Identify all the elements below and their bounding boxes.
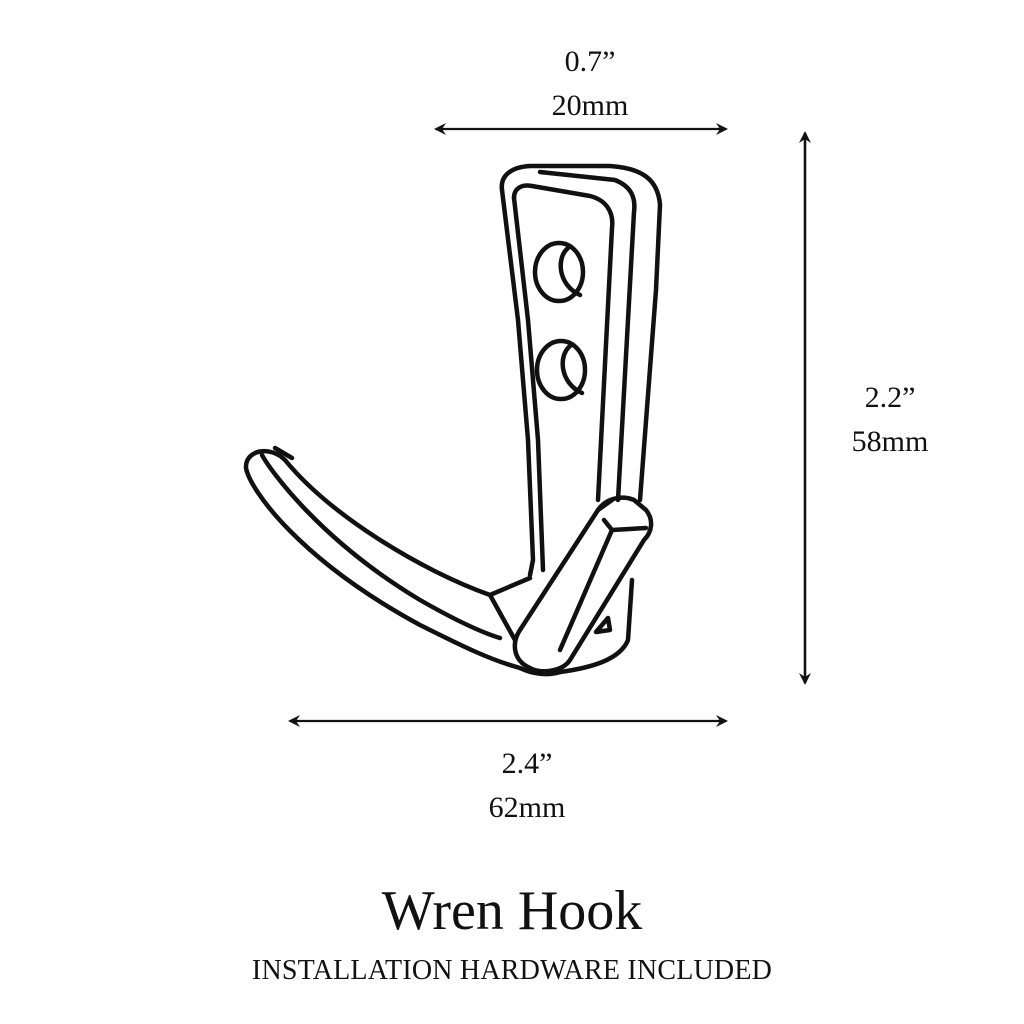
depth-imperial: 2.4” (501, 747, 553, 780)
product-subtitle: INSTALLATION HARDWARE INCLUDED (251, 955, 773, 986)
height-imperial: 2.2” (864, 381, 916, 414)
top-width-metric: 20mm (551, 89, 629, 122)
height-label: 2.2” 58mm (790, 376, 990, 464)
mounting-hole-lower (534, 338, 588, 402)
hook-drawing (243, 163, 663, 677)
back-plate-face (511, 183, 615, 503)
back-plate-outline (499, 163, 663, 503)
top-width-imperial: 0.7” (564, 45, 616, 78)
long-arm (243, 448, 533, 671)
height-metric: 58mm (851, 425, 929, 458)
top-width-label: 0.7” 20mm (490, 40, 690, 128)
product-title: Wren Hook (381, 880, 643, 942)
short-arm (512, 495, 654, 674)
hang-slot (593, 615, 613, 635)
depth-label: 2.4” 62mm (407, 742, 647, 830)
depth-metric: 62mm (488, 791, 566, 824)
mounting-hole-upper (532, 240, 586, 304)
